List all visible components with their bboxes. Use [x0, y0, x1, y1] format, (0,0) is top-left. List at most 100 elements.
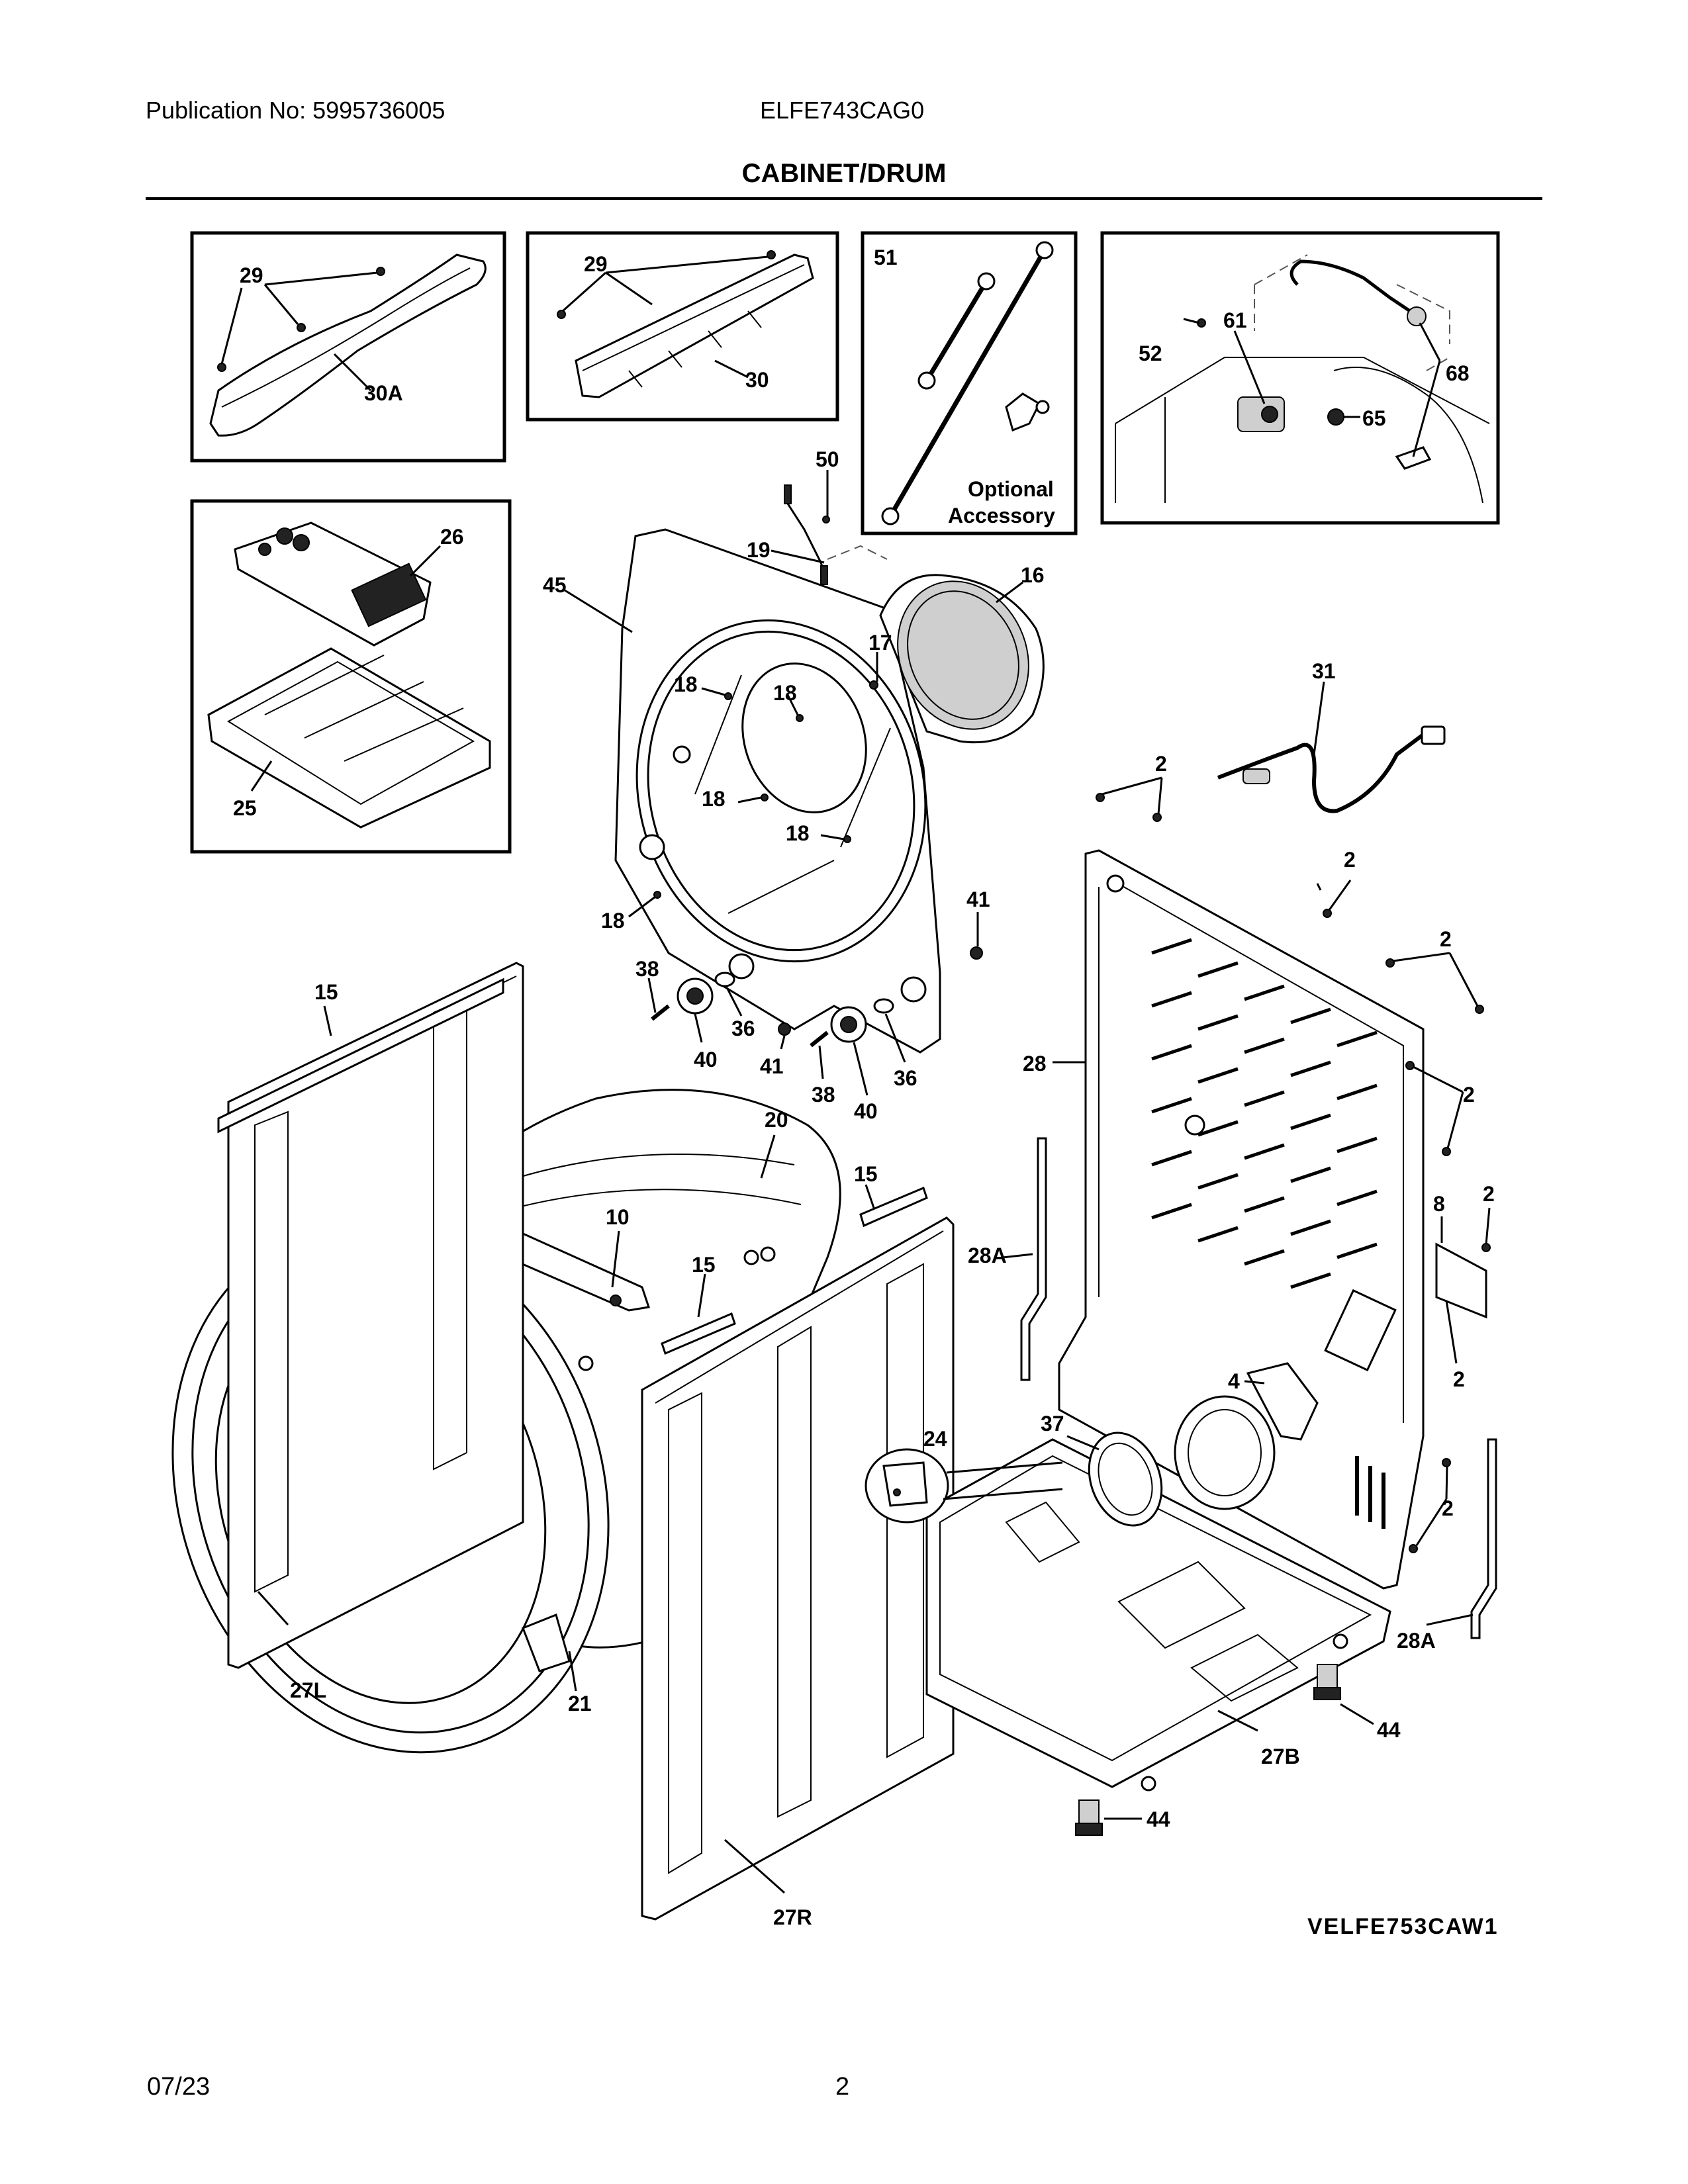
callout-41: 41 [760, 1054, 784, 1078]
callout-18: 18 [674, 672, 698, 696]
callout-10: 10 [606, 1205, 630, 1229]
callout-25: 25 [233, 796, 257, 820]
callout-26: 26 [440, 525, 464, 549]
callout-2: 2 [1483, 1182, 1495, 1206]
callout-2: 2 [1440, 927, 1452, 951]
thermistor-sensor [784, 484, 888, 690]
callout-41: 41 [966, 887, 990, 911]
footer-date: 07/23 [147, 2073, 211, 2101]
callout-15: 15 [692, 1253, 716, 1277]
callout-50: 50 [816, 447, 839, 471]
callout-18: 18 [786, 821, 810, 845]
screw-icon [767, 250, 776, 259]
drum-rollers [651, 946, 983, 1048]
publication-number: Publication No: 5995736005 [146, 97, 445, 124]
callout-36: 36 [894, 1066, 917, 1090]
callout-24: 24 [923, 1427, 947, 1451]
trim-strip-15 [661, 1312, 736, 1355]
callout-15: 15 [314, 980, 338, 1004]
callout-17: 17 [868, 631, 892, 655]
inset-top-cover-30a: 29 30A [190, 231, 506, 463]
leveling-leg [1313, 1664, 1341, 1700]
callout-30a: 30A [364, 381, 403, 405]
callout-38: 38 [635, 957, 659, 981]
callout-30: 30 [745, 368, 769, 392]
callout-4: 4 [1228, 1369, 1240, 1393]
detail-magnifier-24 [865, 1448, 1063, 1524]
vent-louvers [1151, 938, 1378, 1289]
callout-45: 45 [543, 573, 567, 597]
callout-40: 40 [854, 1099, 878, 1123]
screw-icon [557, 310, 566, 319]
leveling-leg [1075, 1799, 1103, 1836]
callout-40: 40 [694, 1048, 718, 1071]
callout-18: 18 [702, 787, 726, 811]
inset-control-board: 26 25 [190, 499, 512, 854]
right-side-panel-27r [641, 1186, 955, 1921]
header-rule [146, 197, 1542, 200]
callout-2: 2 [1453, 1367, 1465, 1391]
left-side-panel-27l [217, 962, 524, 1669]
plug-icon [1421, 725, 1446, 745]
callout-27b: 27B [1261, 1745, 1300, 1768]
plate-8-icon [1435, 1242, 1487, 1319]
page-number: 2 [835, 2073, 850, 2101]
screw-icon [297, 323, 306, 332]
callout-68: 68 [1446, 361, 1470, 385]
callout-51: 51 [874, 246, 898, 269]
callout-2: 2 [1344, 848, 1356, 872]
model-number: ELFE743CAG0 [760, 97, 925, 124]
clip-icon [970, 946, 983, 960]
callout-28: 28 [1023, 1052, 1047, 1075]
callout-37: 37 [1041, 1412, 1064, 1435]
bracket-4-icon [1246, 1362, 1319, 1441]
washer-icon [1327, 408, 1344, 426]
callout-52: 52 [1139, 341, 1162, 365]
duct-ring-37 [1088, 1432, 1163, 1527]
callout-28a: 28A [1397, 1629, 1436, 1653]
callout-44: 44 [1147, 1807, 1170, 1831]
lint-screen-mesh-icon [897, 580, 1029, 730]
callout-21: 21 [568, 1692, 592, 1715]
callout-19: 19 [747, 538, 771, 562]
heatsink-icon [351, 563, 427, 627]
inset-water-valve-61: 52 61 65 68 [1100, 231, 1500, 525]
blower-housing-16 [879, 574, 1045, 744]
callout-2: 2 [1442, 1496, 1454, 1520]
power-cord-31 [1217, 725, 1446, 813]
callout-2: 2 [1155, 752, 1167, 776]
callout-18: 18 [601, 909, 625, 933]
drawing-code: VELFE753CAW1 [1307, 1914, 1499, 1939]
callout-44: 44 [1377, 1718, 1401, 1742]
section-title: CABINET/DRUM [741, 159, 947, 188]
y-connector-icon [1005, 392, 1041, 432]
inset-optional-accessory-51: 51 Optional Accessory [861, 231, 1078, 535]
callout-65: 65 [1362, 406, 1386, 430]
side-strip-28a [1470, 1438, 1497, 1639]
callout-27l: 27L [290, 1678, 326, 1702]
screw-icon [217, 363, 226, 372]
clip-icon [778, 1023, 791, 1036]
callout-20: 20 [765, 1108, 788, 1132]
callout-28a: 28A [968, 1244, 1007, 1267]
trim-strip-15 [859, 1186, 928, 1228]
screw-icon [376, 267, 385, 276]
callout-16: 16 [1021, 563, 1045, 587]
callout-2: 2 [1463, 1083, 1475, 1107]
callout-18: 18 [773, 681, 797, 705]
accessory-label: Accessory [948, 504, 1055, 527]
side-strip-28a [1020, 1137, 1047, 1381]
inset-bracket-30: 29 30 [526, 231, 839, 422]
rear-bulkhead-45 [614, 528, 941, 1054]
callout-38: 38 [812, 1083, 835, 1107]
callout-29: 29 [240, 263, 263, 287]
callout-31: 31 [1312, 659, 1336, 683]
callout-61: 61 [1223, 308, 1247, 332]
callout-15: 15 [854, 1162, 878, 1186]
callout-27r: 27R [773, 1905, 812, 1929]
callout-8: 8 [1433, 1192, 1445, 1216]
callout-29: 29 [584, 252, 608, 276]
back-panel-28 [1058, 849, 1425, 1590]
callout-36: 36 [731, 1017, 755, 1040]
